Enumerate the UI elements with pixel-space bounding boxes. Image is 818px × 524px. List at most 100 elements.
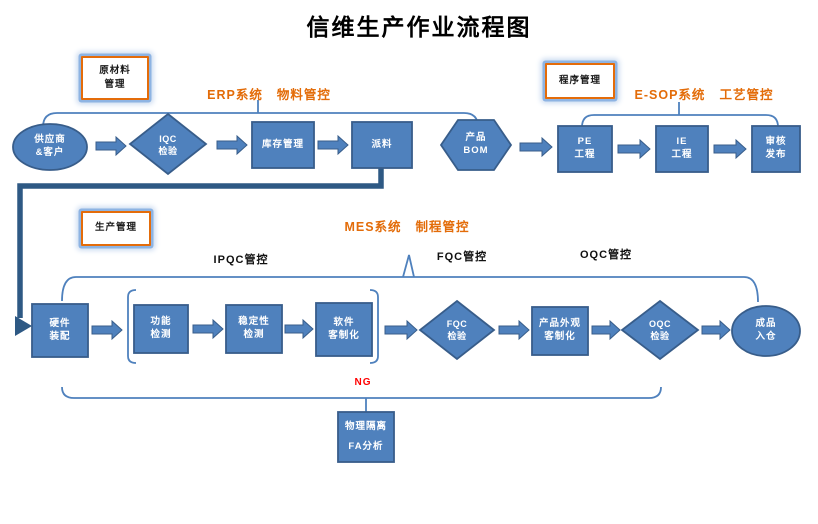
erp-system-scope: 物料管控 bbox=[276, 88, 331, 102]
node-fqc-line1: FQC bbox=[446, 318, 468, 329]
node-inventory-line1: 库存管理 bbox=[261, 138, 304, 150]
tag-program-label: 程序管理 bbox=[558, 74, 601, 86]
node-function-line2: 检测 bbox=[150, 329, 172, 340]
arrow-ie-review bbox=[713, 138, 747, 160]
node-dispatch-line1: 派料 bbox=[371, 138, 393, 150]
mes-system-scope: 制程管控 bbox=[415, 220, 470, 234]
dispatch-to-assembly-connector bbox=[17, 167, 384, 318]
oqc-control-label: OQC管控 bbox=[579, 249, 633, 261]
diagram-title: 信维生产作业流程图 bbox=[306, 15, 532, 40]
erp-system-header: ERP系统物料管控 bbox=[179, 84, 359, 103]
node-fqc-line2: 检验 bbox=[447, 331, 467, 341]
arrow-function-stability bbox=[192, 318, 224, 340]
node-oqc-line2: 检验 bbox=[650, 331, 670, 341]
esop-span-bracket bbox=[581, 114, 779, 128]
node-supplier-customer[interactable]: 供应商 &客户 bbox=[13, 125, 87, 169]
node-product-bom[interactable]: 产品 BOM bbox=[441, 120, 511, 170]
node-supplier-line1: 供应商 bbox=[34, 134, 66, 146]
mes-system-header: MES系统制程管控 bbox=[317, 216, 497, 235]
node-stability-test[interactable]: 稳定性 检测 bbox=[226, 305, 282, 353]
fqc-control-label: FQC管控 bbox=[436, 251, 488, 263]
arrow-stability-software bbox=[284, 318, 314, 340]
isolation-rect-shape bbox=[337, 411, 395, 463]
tag-production-management[interactable]: 生产管理 bbox=[81, 211, 151, 246]
arrow-software-fqc bbox=[384, 319, 418, 341]
node-review-line2: 发布 bbox=[765, 149, 787, 160]
dispatch-rect-shape bbox=[351, 121, 413, 169]
node-hardware-assembly[interactable]: 硬件 装配 bbox=[32, 304, 88, 357]
node-appearance-customization[interactable]: 产品外观 客制化 bbox=[532, 307, 588, 355]
fqc-diamond-shape bbox=[418, 299, 496, 361]
esop-system-header: E-SOP系统工艺管控 bbox=[614, 84, 794, 103]
node-assembly-line1: 硬件 bbox=[49, 317, 71, 329]
ipqc-control-label: IPQC管控 bbox=[213, 254, 269, 266]
tag-raw-material-line1: 原材料 bbox=[99, 64, 131, 76]
node-review-release[interactable]: 审核 发布 bbox=[752, 126, 800, 172]
node-isolation-line2: FA分析 bbox=[348, 440, 384, 452]
arrow-pe-ie bbox=[617, 138, 651, 160]
bom-hexagon-shape bbox=[439, 119, 513, 171]
node-software-line2: 客制化 bbox=[328, 329, 360, 341]
node-supplier-line2: &客户 bbox=[35, 147, 65, 158]
node-software-customization[interactable]: 软件 客制化 bbox=[316, 303, 372, 356]
node-isolation-line1: 物理隔离 bbox=[344, 420, 387, 432]
esop-system-scope: 工艺管控 bbox=[719, 88, 774, 102]
node-assembly-line2: 装配 bbox=[49, 330, 71, 342]
arrow-bom-pe bbox=[519, 136, 553, 158]
node-oqc-inspection[interactable]: OQC 检验 bbox=[630, 306, 690, 354]
tag-program-management[interactable]: 程序管理 bbox=[545, 63, 615, 99]
supplier-ellipse-shape bbox=[12, 123, 88, 171]
node-pe-line2: 工程 bbox=[574, 149, 596, 160]
node-function-line1: 功能 bbox=[150, 316, 172, 328]
node-ie-line1: IE bbox=[676, 136, 688, 148]
node-stability-line2: 检测 bbox=[243, 329, 265, 340]
assembly-connector-arrowhead bbox=[15, 316, 32, 336]
arrow-fqc-appearance bbox=[498, 319, 530, 341]
arrow-assembly-function bbox=[91, 319, 123, 341]
tag-raw-material-line2: 管理 bbox=[104, 79, 126, 90]
node-finished-goods-warehouse[interactable]: 成品 入仓 bbox=[732, 307, 800, 355]
warehouse-ellipse-shape bbox=[731, 305, 801, 357]
arrow-inventory-dispatch bbox=[317, 134, 349, 156]
software-custom-rect-shape bbox=[315, 302, 373, 357]
appearance-custom-rect-shape bbox=[531, 306, 589, 356]
test-group-bracket-left bbox=[127, 289, 137, 364]
node-stability-line1: 稳定性 bbox=[238, 316, 270, 328]
node-review-line1: 审核 bbox=[765, 136, 787, 148]
assembly-rect-shape bbox=[31, 303, 89, 358]
ng-return-bracket bbox=[61, 386, 662, 399]
esop-system-name: E-SOP系统 bbox=[634, 88, 706, 102]
node-ie-engineering[interactable]: IE 工程 bbox=[656, 126, 708, 172]
node-material-dispatch[interactable]: 派料 bbox=[352, 122, 412, 168]
tag-production-label: 生产管理 bbox=[94, 222, 137, 234]
node-appearance-line1: 产品外观 bbox=[538, 318, 581, 330]
node-oqc-line1: OQC bbox=[648, 318, 671, 329]
node-bom-line2: BOM bbox=[463, 145, 489, 156]
node-iqc-line2: 检验 bbox=[158, 146, 178, 156]
mes-system-name: MES系统 bbox=[344, 220, 402, 234]
node-fqc-inspection[interactable]: FQC 检验 bbox=[427, 306, 487, 354]
erp-system-name: ERP系统 bbox=[207, 88, 263, 102]
node-pe-line1: PE bbox=[577, 136, 593, 148]
node-pe-engineering[interactable]: PE 工程 bbox=[558, 126, 612, 172]
node-ie-line2: 工程 bbox=[671, 149, 693, 160]
function-test-rect-shape bbox=[133, 304, 189, 354]
tag-raw-material-management[interactable]: 原材料 管理 bbox=[81, 56, 149, 100]
node-iqc-line1: IQC bbox=[159, 133, 177, 144]
node-function-test[interactable]: 功能 检测 bbox=[134, 305, 188, 353]
node-inventory-management[interactable]: 库存管理 bbox=[252, 122, 314, 168]
inventory-rect-shape bbox=[251, 121, 315, 169]
review-rect-shape bbox=[751, 125, 801, 173]
node-physical-isolation-fa[interactable]: 物理隔离 FA分析 bbox=[338, 412, 394, 462]
mes-span-bracket bbox=[61, 276, 759, 303]
node-software-line1: 软件 bbox=[333, 316, 355, 328]
node-warehouse-line1: 成品 bbox=[755, 318, 777, 330]
mes-bracket-caret bbox=[402, 254, 415, 278]
arrow-iqc-inventory bbox=[216, 134, 248, 156]
pe-rect-shape bbox=[557, 125, 613, 173]
node-warehouse-line2: 入仓 bbox=[755, 331, 777, 342]
node-iqc-inspection[interactable]: IQC 检验 bbox=[138, 120, 198, 170]
stability-test-rect-shape bbox=[225, 304, 283, 354]
